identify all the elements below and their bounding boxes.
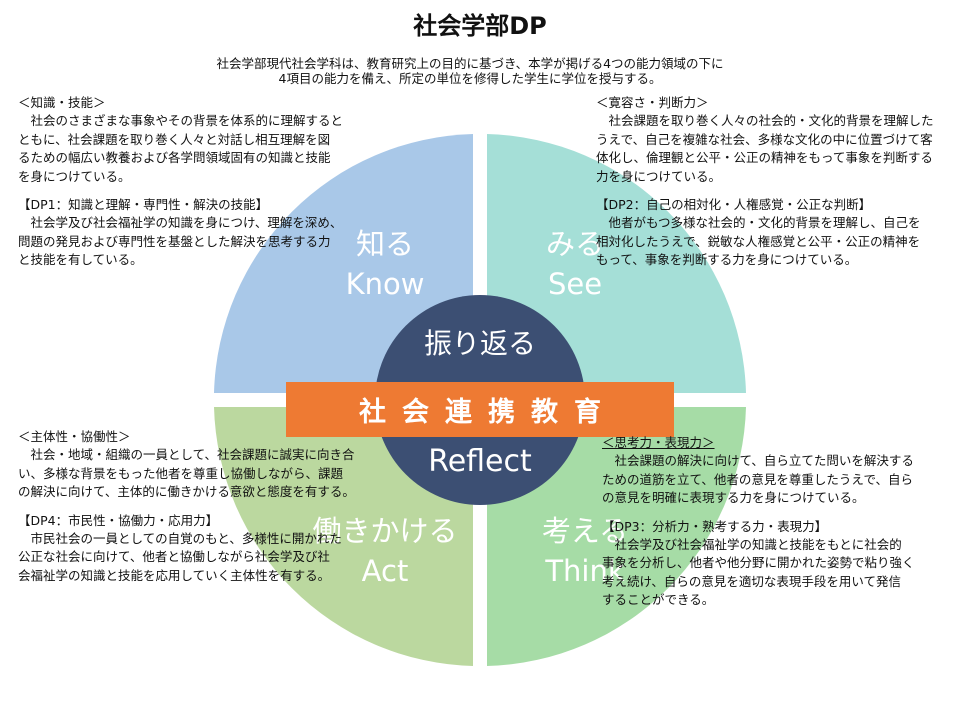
block-thinking-dp-head: 【DP3：分析力・熟考する力・表現力】	[602, 518, 828, 534]
block-initiative-head: ＜主体性・協働性＞	[18, 429, 131, 444]
block-thinking-dp-body: 社会学及び社会福祉学の知識と技能をもとに社会的 事象を分析し、他者や他分野に開か…	[602, 537, 915, 608]
block-initiative: ＜主体性・協働性＞ 社会・地域・組織の一員として、社会課題に誠実に向き合 い、多…	[18, 428, 388, 585]
block-knowledge-head: ＜知識・技能＞	[18, 95, 106, 110]
center-reflect-en: Reflect	[428, 444, 532, 479]
block-thinking-body: 社会課題の解決に向けて、自ら立てた問いを解決する ための道筋を立て、他者の意見を…	[602, 453, 914, 506]
block-knowledge-body: 社会のさまざまな事象やその背景を体系的に理解すると ともに、社会課題を取り巻く人…	[18, 113, 344, 184]
label-think-jp: 考える	[541, 514, 629, 548]
block-tolerance-body: 社会課題を取り巻く人々の社会的・文化的背景を理解した うえで、自己を複雑な社会、…	[596, 113, 934, 184]
label-see: みる See	[500, 224, 650, 304]
label-know: 知る Know	[300, 224, 470, 304]
center-reflect-jp: 振り返る	[423, 327, 536, 360]
label-think-en: Think	[545, 554, 625, 588]
block-initiative-dp-body: 市民社会の一員としての自覚のもと、多様性に開かれた 公正な社会に向けて、他者と協…	[18, 531, 342, 583]
block-tolerance: ＜寛容さ・判断力＞ 社会課題を取り巻く人々の社会的・文化的背景を理解した うえで…	[596, 94, 956, 270]
block-thinking-head: ＜思考力・表現力＞	[602, 435, 715, 450]
page-title: 社会学部DP	[413, 12, 547, 40]
block-knowledge-dp-head: 【DP1：知識と理解・専門性・解決の技能】	[18, 197, 269, 213]
banner-text: 社会連携教育	[359, 397, 617, 428]
label-act-jp: 働きかける	[312, 514, 458, 548]
block-tolerance-dp-head: 【DP2：自己の相対化・人権感覚・公正な判断】	[596, 197, 872, 213]
label-know-jp: 知る	[355, 227, 414, 261]
block-tolerance-head: ＜寛容さ・判断力＞	[596, 95, 709, 110]
label-see-en: See	[547, 267, 603, 301]
block-tolerance-dp-body: 他者がもつ多様な社会的・文化的背景を理解し、自己を 相対化したうえで、鋭敏な人権…	[596, 215, 921, 268]
block-initiative-dp-head: 【DP4：市民性・協働力・応用力】	[18, 512, 219, 528]
banner: 社会連携教育	[286, 382, 674, 437]
label-act-en: Act	[361, 554, 409, 588]
block-thinking: ＜思考力・表現力＞ 社会課題の解決に向けて、自ら立てた問いを解決する ための道筋…	[602, 434, 952, 610]
intro-text: 社会学部現代社会学科は、教育研究上の目的に基づき、本学が掲げる4つの能力領域の下…	[216, 56, 724, 86]
label-see-jp: みる	[545, 227, 604, 261]
label-know-en: Know	[345, 267, 425, 301]
block-knowledge: ＜知識・技能＞ 社会のさまざまな事象やその背景を体系的に理解すると ともに、社会…	[18, 94, 388, 270]
label-think: 考える Think	[500, 511, 670, 591]
block-initiative-body: 社会・地域・組織の一員として、社会課題に誠実に向き合 い、多様な背景をもった他者…	[18, 447, 355, 500]
block-knowledge-dp-body: 社会学及び社会福祉学の知識を身につけ、理解を深め、 問題の発見および専門性を基盤…	[18, 215, 343, 268]
label-act: 働きかける Act	[290, 511, 480, 591]
